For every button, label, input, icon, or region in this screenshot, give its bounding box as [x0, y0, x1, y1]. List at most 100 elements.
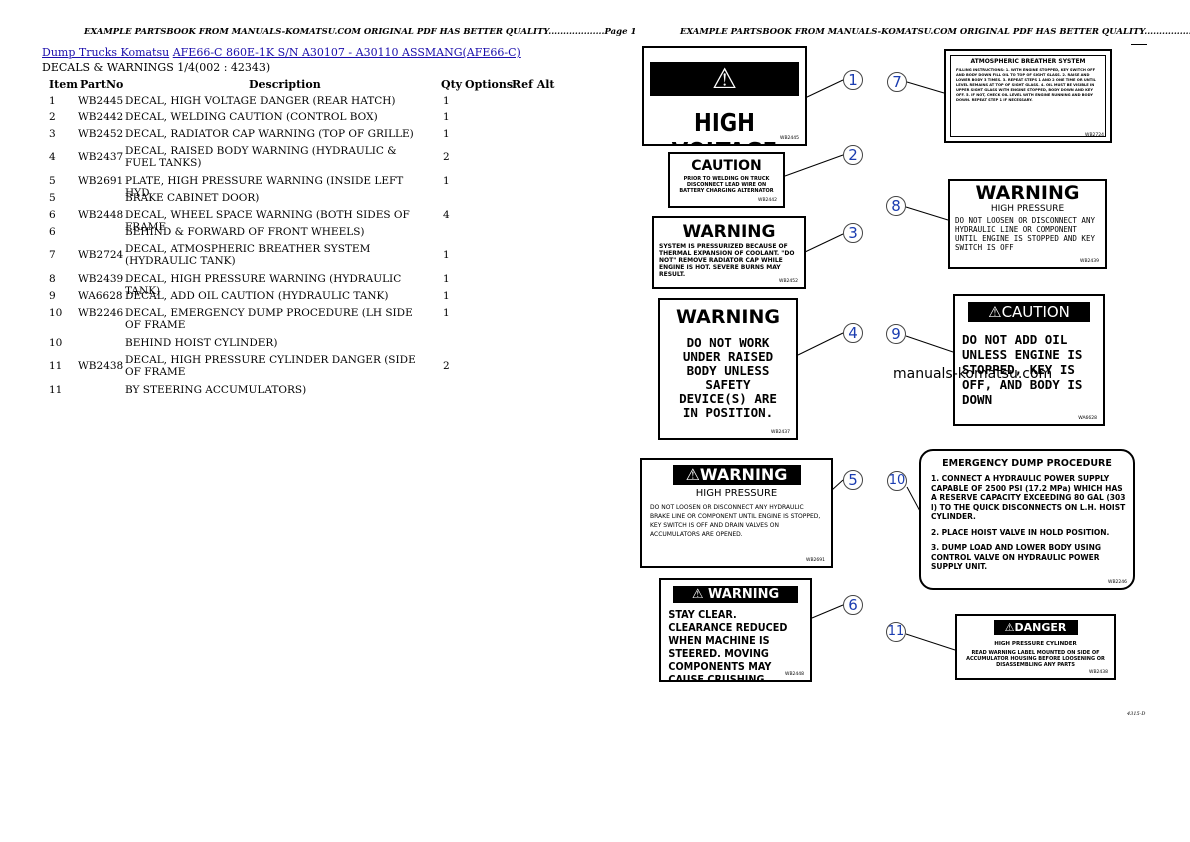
warning-triangle-icon: ⚠ — [691, 587, 704, 602]
header-divider — [1131, 44, 1147, 45]
row-part-number: WB2246 — [78, 307, 124, 319]
row-description: BRAKE CABINET DOOR) — [125, 192, 260, 204]
row-quantity: 1 — [443, 307, 450, 319]
col-header-partno: PartNo — [80, 78, 124, 91]
row-quantity: 1 — [443, 273, 450, 285]
row-description: BEHIND & FORWARD OF FRONT WHEELS) — [125, 226, 365, 238]
row-description: DECAL, EMERGENCY DUMP PROCEDURE (LH SIDE… — [125, 307, 413, 331]
decal-step-3: 3. DUMP LOAD AND LOWER BODY USING CONTRO… — [931, 543, 1102, 571]
decal-title: DANGER — [1014, 621, 1067, 634]
decal-subtitle: HIGH PRESSURE — [990, 204, 1065, 214]
row-part-number: WB2691 — [78, 175, 124, 187]
row-part-number: WB2437 — [78, 151, 124, 163]
decal-code: WB2246 — [1108, 580, 1127, 585]
row-quantity: 1 — [443, 95, 450, 107]
row-item-number: 5 — [49, 175, 56, 187]
row-description: DECAL, HIGH PRESSURE CYLINDER DANGER (SI… — [125, 354, 416, 378]
decal-title: EMERGENCY DUMP PROCEDURE — [942, 458, 1112, 469]
row-description: DECAL, WHEEL SPACE WARNING (BOTH SIDES O… — [125, 209, 410, 233]
decal-inner-border — [950, 55, 1106, 137]
row-description: DECAL, RADIATOR CAP WARNING (TOP OF GRIL… — [125, 128, 414, 140]
row-item-number: 11 — [49, 360, 63, 372]
decal-body: HIGH VOLTAGE — [672, 108, 777, 144]
decal-code: WA6628 — [1078, 416, 1097, 421]
decal-step-1: 1. CONNECT A HYDRAULIC POWER SUPPLY CAPA… — [931, 474, 1126, 521]
breadcrumb: Dump Trucks Komatsu AFE66-C 860E-1K S/N … — [42, 46, 521, 59]
row-item-number: 9 — [49, 290, 56, 302]
row-quantity: 1 — [443, 111, 450, 123]
row-item-number: 6 — [49, 209, 56, 221]
decal-title: CAUTION — [691, 158, 762, 174]
decal-welding-caution: CAUTION PRIOR TO WELDING ON TRUCK DISCON… — [668, 152, 785, 208]
decal-code: WB2442 — [758, 198, 777, 203]
decal-code: WB2724 — [1085, 133, 1104, 138]
callout-11: 11 — [886, 622, 906, 642]
decal-subtitle: HIGH PRESSURE — [695, 488, 778, 499]
decal-high-pressure-cylinder-danger: ⚠DANGER HIGH PRESSURE CYLINDER READ WARN… — [955, 614, 1116, 680]
decal-high-voltage-danger: ⚠ DANGER HIGH VOLTAGE WB2445 — [642, 46, 807, 146]
row-item-number: 6 — [49, 226, 56, 238]
decal-code: WB2452 — [779, 279, 798, 284]
decal-code: WB2438 — [1089, 670, 1108, 675]
page-header-right: EXAMPLE PARTSBOOK FROM MANUALS-KOMATSU.C… — [680, 27, 1190, 37]
row-part-number: WA6628 — [78, 290, 123, 302]
decal-title: WARNING — [682, 222, 776, 242]
row-description: DECAL, WELDING CAUTION (CONTROL BOX) — [125, 111, 378, 123]
danger-banner: ⚠DANGER — [993, 620, 1078, 635]
row-item-number: 10 — [49, 337, 63, 349]
row-item-number: 7 — [49, 249, 56, 261]
row-description: PLATE, HIGH PRESSURE WARNING (INSIDE LEF… — [125, 175, 404, 199]
decal-brake-high-pressure-warning: ⚠WARNING HIGH PRESSURE DO NOT LOOSEN OR … — [640, 458, 833, 568]
decal-subtitle: HIGH PRESSURE CYLINDER — [994, 641, 1077, 647]
decal-body: DO NOT LOOSEN OR DISCONNECT ANY HYDRAULI… — [650, 504, 821, 538]
row-part-number: WB2448 — [78, 209, 124, 221]
row-part-number: WB2439 — [78, 273, 124, 285]
row-item-number: 4 — [49, 151, 56, 163]
row-description: DECAL, RAISED BODY WARNING (HYDRAULIC & … — [125, 145, 397, 169]
decal-wheel-space-warning: ⚠ WARNING STAY CLEAR. CLEARANCE REDUCED … — [659, 578, 812, 682]
row-part-number: WB2438 — [78, 360, 124, 372]
callout-9: 9 — [886, 324, 906, 344]
row-description: BY STEERING ACCUMULATORS) — [125, 384, 307, 396]
warning-banner: ⚠WARNING — [672, 465, 801, 485]
col-header-options: Options — [465, 78, 514, 91]
decal-raised-body-warning: WARNING DO NOT WORK UNDER RAISED BODY UN… — [658, 298, 798, 440]
danger-banner: ⚠ DANGER — [650, 62, 799, 129]
breadcrumb-link-category[interactable]: Dump Trucks Komatsu — [42, 46, 170, 59]
callout-10: 10 — [887, 471, 907, 491]
footer-code: 4315-D — [1127, 711, 1146, 717]
decal-code: WB2439 — [1080, 259, 1099, 264]
row-part-number: WB2452 — [78, 128, 124, 140]
col-header-description: Description — [249, 78, 321, 91]
row-item-number: 11 — [49, 384, 63, 396]
callout-4: 4 — [843, 323, 863, 343]
decal-body: FILLING INSTRUCTIONS: 1. WITH ENGINE STO… — [956, 68, 1096, 102]
row-part-number: WB2445 — [78, 95, 124, 107]
row-quantity: 1 — [443, 290, 450, 302]
row-part-number: WB2442 — [78, 111, 124, 123]
decal-code: WB2691 — [806, 558, 825, 563]
decal-title: ATMOSPHERIC BREATHER SYSTEM — [970, 58, 1086, 65]
row-item-number: 3 — [49, 128, 56, 140]
row-description: DECAL, HIGH VOLTAGE DANGER (REAR HATCH) — [125, 95, 396, 107]
callout-6: 6 — [843, 595, 863, 615]
col-header-qty: Qty — [441, 78, 463, 91]
decal-body: DO NOT LOOSEN OR DISCONNECT ANY HYDRAULI… — [955, 216, 1095, 252]
row-quantity: 1 — [443, 175, 450, 187]
decal-title: DANGER — [658, 96, 791, 129]
warning-triangle-icon: ⚠ — [685, 465, 700, 484]
decal-code: WB2437 — [771, 430, 790, 435]
row-quantity: 1 — [443, 128, 450, 140]
row-item-number: 8 — [49, 273, 56, 285]
decal-body: SYSTEM IS PRESSURIZED BECAUSE OF THERMAL… — [659, 243, 795, 278]
row-description: DECAL, ATMOSPHERIC BREATHER SYSTEM (HYDR… — [125, 243, 371, 267]
row-quantity: 2 — [443, 360, 450, 372]
row-part-number: WB2724 — [78, 249, 124, 261]
decal-title: WARNING — [975, 182, 1080, 204]
decal-radiator-cap-warning: WARNING SYSTEM IS PRESSURIZED BECAUSE OF… — [652, 216, 806, 289]
decal-atmospheric-breather-system: ATMOSPHERIC BREATHER SYSTEM FILLING INST… — [944, 49, 1112, 143]
breadcrumb-link-model[interactable]: AFE66-C 860E-1K S/N A30107 - A30110 ASSM… — [172, 46, 521, 59]
page-header-left: EXAMPLE PARTSBOOK FROM MANUALS-KOMATSU.C… — [84, 27, 637, 37]
decal-body: READ WARNING LABEL MOUNTED ON SIDE OF AC… — [966, 650, 1105, 668]
callout-7: 7 — [887, 72, 907, 92]
